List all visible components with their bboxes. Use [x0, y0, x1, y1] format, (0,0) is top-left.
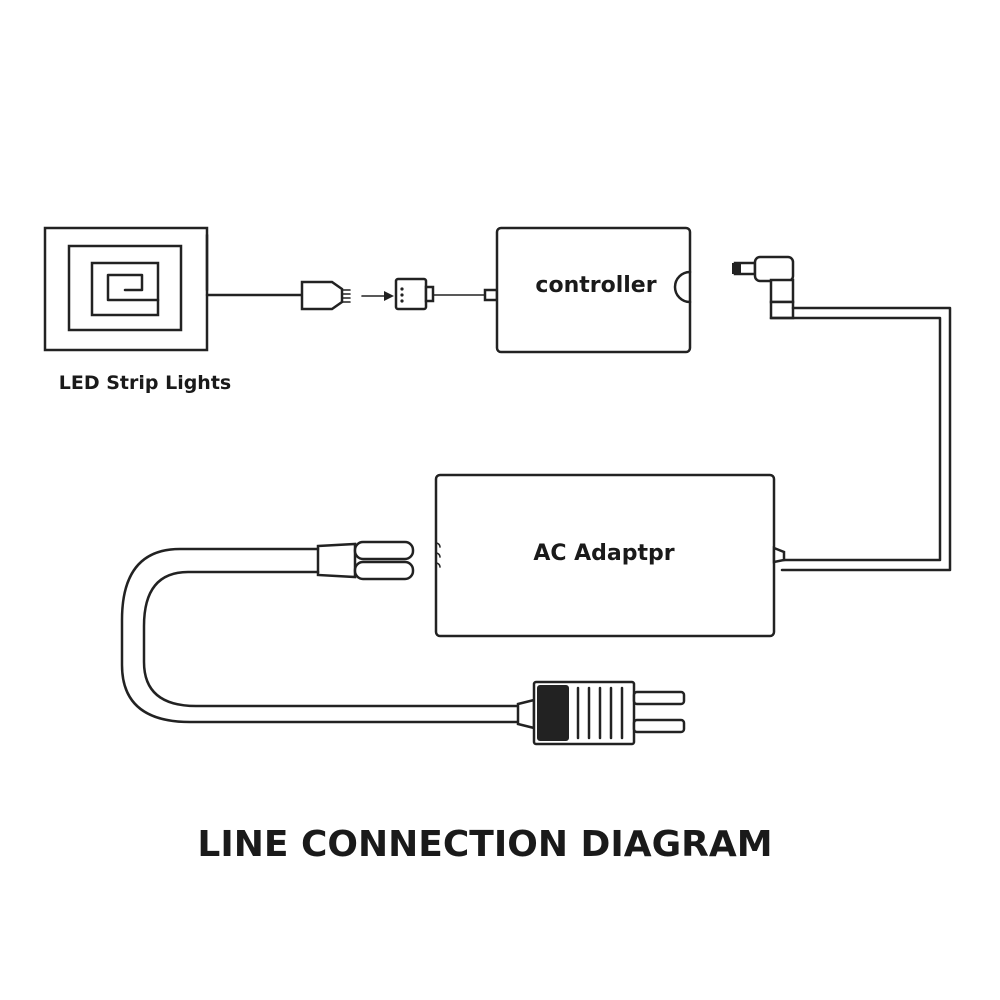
arrow-right-icon [361, 291, 394, 301]
ac-adapter-label: AC Adaptpr [533, 541, 674, 566]
controller-box [495, 226, 692, 354]
female-connector-icon [394, 277, 435, 311]
male-connector-icon [300, 280, 351, 311]
dc-cable [769, 306, 952, 572]
diagram-title: LINE CONNECTION DIAGRAM [197, 824, 772, 865]
ac-adapter-box [434, 473, 786, 638]
ac-power-cord [120, 547, 520, 724]
ac-input-connector-icon [316, 540, 415, 581]
led-strip-spiral-icon [43, 226, 209, 352]
led-strip-label: LED Strip Lights [59, 372, 231, 394]
dc-barrel-plug-icon [732, 255, 795, 320]
ac-wall-plug-icon [516, 680, 686, 746]
controller-label: controller [535, 273, 656, 298]
